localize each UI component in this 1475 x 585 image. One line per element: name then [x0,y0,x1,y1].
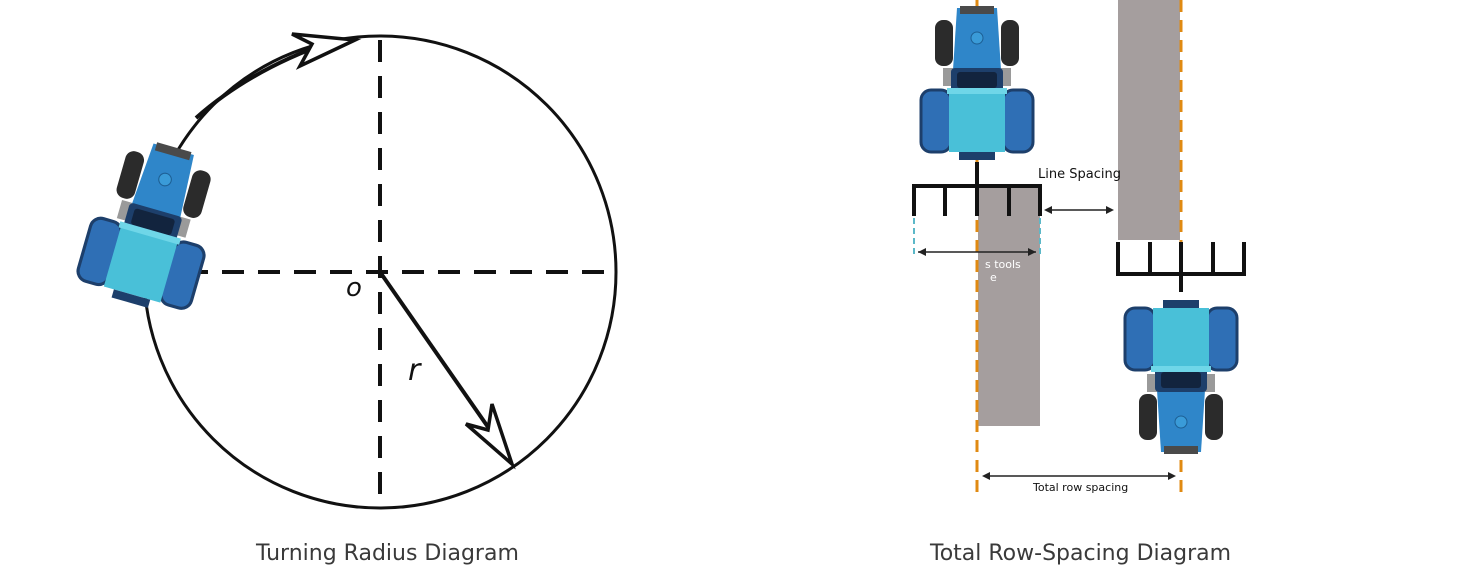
upper-tractor-icon [919,4,1035,162]
radius-arrow-line [378,270,506,452]
turning-radius-caption: Turning Radius Diagram [256,541,519,566]
lower-implement [1116,242,1246,292]
radius-arrowhead-icon [464,403,516,470]
line-spacing-label: Line Spacing [1038,167,1121,182]
turning-radius-diagram: o r [71,32,618,510]
upper-implement [912,162,1042,216]
row-spacing-caption: Total Row-Spacing Diagram [930,541,1232,566]
total-row-spacing-label: Total row spacing [1032,481,1128,494]
center-label: o [346,273,362,303]
row-spacing-diagram: s tools e Line Spacing Total row spacing [912,0,1246,500]
tools-label-partial-2: e [990,271,997,284]
worked-strip-left [978,186,1040,426]
worked-strip-right [1118,0,1180,240]
lower-tractor-icon [1123,298,1239,456]
tools-label-partial: s tools [985,258,1021,271]
tractor-icon [71,129,233,321]
motion-arrowhead-icon [291,32,362,70]
radius-label: r [408,353,422,388]
